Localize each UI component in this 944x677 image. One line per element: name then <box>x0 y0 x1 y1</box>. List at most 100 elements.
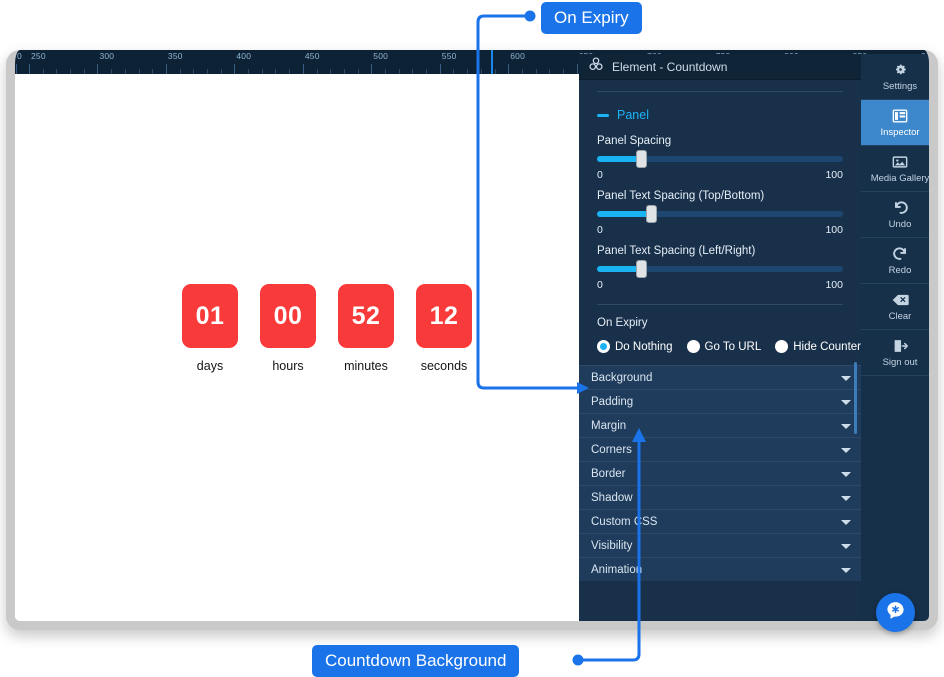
ruler-tick <box>97 64 99 74</box>
ruler-tick-minor <box>124 69 126 74</box>
radio-dot-icon[interactable] <box>686 340 700 353</box>
ruler-tick <box>371 64 373 74</box>
chevron-down-icon[interactable] <box>841 543 851 549</box>
help-chat-icon <box>885 600 906 626</box>
chevron-down-icon[interactable] <box>841 399 851 405</box>
ruler-tick-minor <box>261 69 263 74</box>
chevron-down-icon[interactable] <box>841 423 851 429</box>
slider-scale-panel-text-spacing-tb: 0 100 <box>597 222 843 236</box>
toolbar-label-clear: Clear <box>888 311 912 322</box>
countdown-label-minutes: minutes <box>344 359 388 373</box>
ruler-tick-minor <box>179 69 181 74</box>
countdown-element-icon <box>589 57 603 76</box>
on-expiry-radio-group[interactable]: Do Nothing Go To URL Hide Counter <box>597 340 861 353</box>
toolbar-item-undo[interactable]: Undo <box>861 192 929 238</box>
accordion-row-animation[interactable]: Animation <box>579 557 861 581</box>
accordion-row-visibility[interactable]: Visibility <box>579 533 861 557</box>
countdown-value-minutes: 52 <box>338 284 394 348</box>
ruler-tick-minor <box>248 69 250 74</box>
slider-fill <box>597 211 652 217</box>
ruler-label: 250 <box>31 51 46 61</box>
inspector-body[interactable]: Panel Panel Spacing 0 100 <box>579 80 861 621</box>
countdown-unit-minutes[interactable]: 52 minutes <box>338 284 394 373</box>
ruler-tick-minor <box>343 69 345 74</box>
slider-thumb[interactable] <box>646 205 658 223</box>
annotation-countdown-background: Countdown Background <box>312 645 520 677</box>
toolbar-item-clear[interactable]: Clear <box>861 284 929 330</box>
ruler-tick-minor <box>152 69 154 74</box>
toolbar-label-sign-out: Sign out <box>882 357 918 368</box>
design-canvas-frame: 0250300350400450500550600650700750800850… <box>6 50 938 630</box>
accordion-row-custom-css[interactable]: Custom CSS <box>579 509 861 533</box>
countdown-value-hours: 00 <box>260 284 316 348</box>
ruler-tick-minor <box>56 69 58 74</box>
accordion-row-label: Custom CSS <box>591 515 658 528</box>
collapse-minus-icon[interactable] <box>597 113 609 117</box>
chevron-down-icon[interactable] <box>841 495 851 501</box>
accordion-row-background[interactable]: Background <box>579 365 861 389</box>
ruler-tick-minor <box>453 69 455 74</box>
slider-panel-spacing[interactable] <box>597 150 843 168</box>
help-chat-button[interactable] <box>876 593 915 632</box>
ruler-tick <box>508 64 510 74</box>
on-expiry-label: On Expiry <box>597 317 648 329</box>
radio-label-do-nothing: Do Nothing <box>615 340 673 353</box>
ruler-tick-minor <box>275 69 277 74</box>
field-panel-text-spacing-lr: Panel Text Spacing (Left/Right) 0 100 <box>579 236 861 291</box>
radio-hide-counter[interactable]: Hide Counter <box>775 340 861 353</box>
toolbar-item-media-gallery[interactable]: Media Gallery <box>861 146 929 192</box>
accordion-row-shadow[interactable]: Shadow <box>579 485 861 509</box>
countdown-label-hours: hours <box>272 359 304 373</box>
chevron-down-icon[interactable] <box>841 471 851 477</box>
chevron-down-icon[interactable] <box>841 519 851 525</box>
radio-dot-icon[interactable] <box>775 340 789 353</box>
on-expiry-block: On Expiry Do Nothing Go To URL <box>579 304 861 353</box>
radio-dot-selected-icon[interactable] <box>597 340 610 353</box>
toolbar-item-sign-out[interactable]: Sign out <box>861 330 929 376</box>
toolbar-item-redo[interactable]: Redo <box>861 238 929 284</box>
chevron-down-icon[interactable] <box>841 375 851 381</box>
ruler-tick-minor <box>138 69 140 74</box>
toolbar-label-media-gallery: Media Gallery <box>870 173 929 184</box>
countdown-unit-hours[interactable]: 00 hours <box>260 284 316 373</box>
right-toolbar: Settings Inspector <box>861 54 929 621</box>
chevron-down-icon[interactable] <box>841 567 851 573</box>
accordion-row-corners[interactable]: Corners <box>579 437 861 461</box>
design-canvas-inner: 0250300350400450500550600650700750800850… <box>15 50 929 621</box>
panel-section-header[interactable]: Panel <box>579 92 861 126</box>
chevron-down-icon[interactable] <box>841 447 851 453</box>
field-panel-text-spacing-tb: Panel Text Spacing (Top/Bottom) 0 100 <box>579 181 861 236</box>
ruler-label: 600 <box>510 51 526 61</box>
toolbar-label-inspector: Inspector <box>880 127 920 138</box>
ruler-tick <box>16 64 17 74</box>
ruler-tick-minor <box>220 69 222 74</box>
ruler-tick-minor <box>426 69 428 74</box>
radio-go-to-url[interactable]: Go To URL <box>686 340 761 353</box>
accordion-row-label: Border <box>591 467 626 480</box>
slider-panel-text-spacing-lr[interactable] <box>597 260 843 278</box>
ruler-label: 550 <box>441 51 457 61</box>
radio-do-nothing[interactable]: Do Nothing <box>597 340 673 353</box>
on-expiry-divider <box>597 304 843 305</box>
ruler-tick-minor <box>357 69 359 74</box>
inspector-panel-icon <box>892 107 908 124</box>
slider-panel-text-spacing-tb[interactable] <box>597 205 843 223</box>
accordion-row-margin[interactable]: Margin <box>579 413 861 437</box>
countdown-element[interactable]: 01 days 00 hours 52 minutes 12 seconds <box>182 284 472 373</box>
ruler-tick-minor <box>385 69 386 74</box>
toolbar-item-settings[interactable]: Settings <box>861 54 929 100</box>
toolbar-item-inspector[interactable]: Inspector <box>861 100 929 146</box>
inspector-panel: Element - Countdown Panel Panel Spacing <box>579 54 861 621</box>
accordion-row-padding[interactable]: Padding <box>579 389 861 413</box>
slider-thumb[interactable] <box>636 150 648 168</box>
inspector-top-divider <box>597 91 843 92</box>
accordion-row-border[interactable]: Border <box>579 461 861 485</box>
accordion-row-label: Padding <box>591 395 634 408</box>
countdown-unit-days[interactable]: 01 days <box>182 284 238 373</box>
inspector-scrollbar[interactable] <box>854 362 857 434</box>
slider-thumb[interactable] <box>636 260 648 278</box>
label-panel-spacing: Panel Spacing <box>597 135 672 147</box>
countdown-unit-seconds[interactable]: 12 seconds <box>416 284 472 373</box>
sign-out-icon <box>892 337 909 354</box>
